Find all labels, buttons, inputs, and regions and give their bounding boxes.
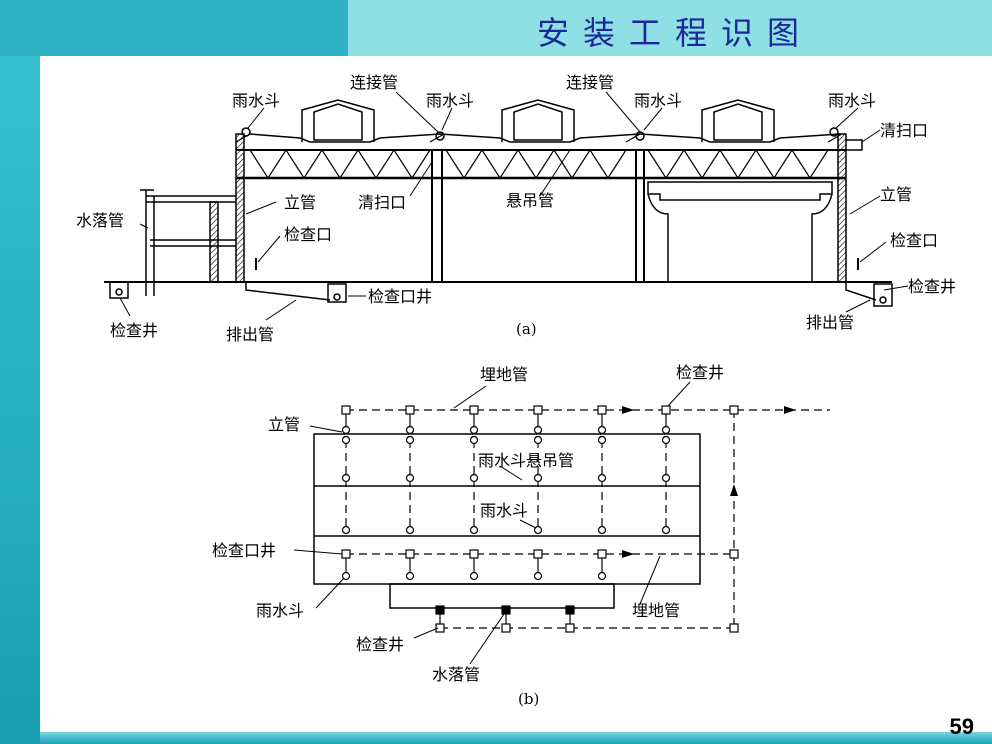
label-inspection-port-well-b: 检查口井 — [212, 541, 276, 560]
label-buried-pipe-low: 埋地管 — [632, 601, 680, 620]
label-downpipe-right: 立管 — [880, 185, 912, 204]
leader-lines-b — [293, 381, 691, 665]
label-drop-pipe: 水落管 — [76, 211, 124, 230]
label-cleanout-right: 清扫口 — [880, 121, 928, 140]
label-rain-hopper-suspended: 雨水斗悬吊管 — [478, 451, 574, 470]
leader-lines-a — [119, 91, 909, 321]
label-rain-hopper-3: 雨水斗 — [634, 91, 682, 110]
title-band — [348, 0, 992, 56]
label-outlet-pipe-right: 排出管 — [806, 313, 854, 332]
left-decor-strip — [0, 56, 40, 744]
plan-nodes — [341, 405, 739, 633]
label-rain-hopper-2: 雨水斗 — [426, 91, 474, 110]
label-buried-pipe-top: 埋地管 — [480, 365, 528, 384]
label-inspection-well-top: 检查井 — [676, 363, 724, 382]
label-cleanout-mid: 清扫口 — [358, 193, 406, 212]
label-inspection-port-well: 检查口井 — [368, 287, 432, 306]
label-outlet-pipe-left: 排出管 — [226, 325, 274, 344]
label-rain-hopper-1: 雨水斗 — [232, 91, 280, 110]
label-drop-pipe-b: 水落管 — [432, 665, 480, 684]
label-inspection-well-left: 检查井 — [110, 321, 158, 340]
label-rain-hopper-4: 雨水斗 — [828, 91, 876, 110]
label-inspection-well-low: 检查井 — [356, 635, 404, 654]
plan-view-b — [313, 406, 830, 629]
label-rain-hopper-low: 雨水斗 — [256, 601, 304, 620]
page-title: 安装工程识图 — [536, 14, 813, 52]
label-inspection-port-right: 检查口 — [890, 231, 938, 250]
label-downpipe: 立管 — [268, 415, 300, 434]
section-view-a — [104, 99, 893, 307]
label-inspection-port-left: 检查口 — [284, 225, 332, 244]
content-panel — [40, 56, 992, 732]
caption-a: (a) — [516, 320, 537, 338]
label-downpipe-left: 立管 — [284, 193, 316, 212]
label-rain-hopper-mid: 雨水斗 — [480, 501, 528, 520]
label-inspection-well-right: 检查井 — [908, 277, 956, 296]
label-connecting-pipe-2: 连接管 — [566, 73, 614, 92]
bottom-decor-bar — [40, 732, 992, 744]
label-connecting-pipe-1: 连接管 — [350, 73, 398, 92]
page-number: 59 — [949, 714, 974, 739]
caption-b: (b) — [518, 690, 539, 708]
label-suspended-pipe: 悬吊管 — [506, 191, 554, 210]
